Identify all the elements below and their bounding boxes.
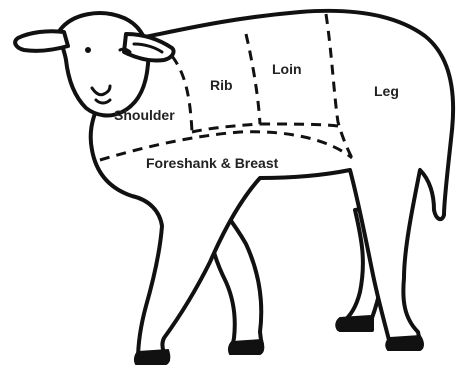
eye-left [85,47,91,53]
cut-label-rib: Rib [210,77,233,93]
rear-hoof [386,336,423,350]
cut-label-shoulder: Shoulder [114,107,175,123]
cut-label-foreshank-breast: Foreshank & Breast [146,155,279,171]
lamb-head [60,13,149,115]
front-back-hoof [229,340,263,354]
cut-label-leg: Leg [374,83,399,99]
front-hoof [135,350,169,364]
left-ear [15,31,68,51]
cut-label-loin: Loin [272,61,302,77]
rear-back-hoof [336,316,373,330]
